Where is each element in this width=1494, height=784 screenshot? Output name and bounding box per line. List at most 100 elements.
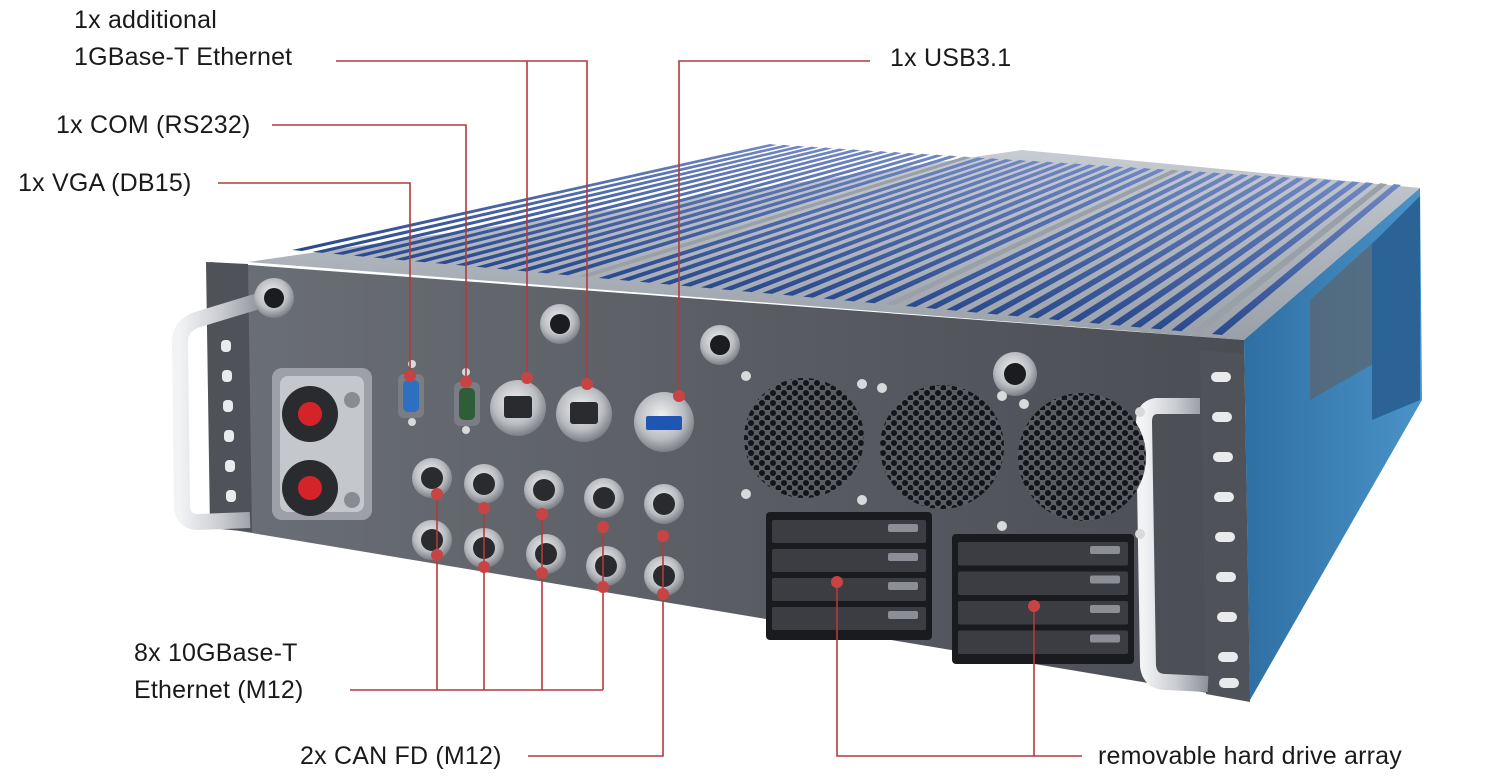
callout-ethernet-m12-line1: 8x 10GBase-T [134,639,298,667]
fan-grilles [741,371,1146,539]
drive-sled-latch [888,524,918,532]
drive-sled [772,549,926,572]
heatsink-fin [741,163,1083,293]
heatsink-fin [373,147,833,259]
m12-socket [653,565,675,587]
heatsink-fin [1068,177,1304,322]
m12-socket [535,543,557,565]
drive-sled-latch [888,611,918,619]
heatsink-fin [884,169,1180,306]
drive-sled-latch [1090,605,1120,613]
heatsink-fin [496,152,916,270]
m12-socket [473,473,495,495]
heatsink-fin [1028,176,1277,319]
heatsink-fin [1212,184,1401,335]
heatsink-fin [1130,180,1346,328]
drive-sled [958,571,1128,595]
heatsink-fin [476,152,902,268]
heatsink-fin [332,145,805,255]
callout-vga: 1x VGA (DB15) [18,165,192,202]
heatsink-fin [455,151,888,266]
m12-socket [533,479,555,501]
callout-drive-array-label: removable hard drive array [1098,742,1402,770]
callout-additional-ethernet-line2: 1GBase-T Ethernet [74,43,293,71]
heatsink-fin [414,149,861,263]
heatsink-fin [925,171,1207,309]
m12-socket [421,529,443,551]
callout-can-fd: 2x CAN FD (M12) [300,738,502,775]
m12-socket [421,467,443,489]
m12-connectors [412,458,684,596]
heatsink-fin [700,161,1055,289]
right-handle [1136,398,1209,692]
heatsink-fin [557,155,958,276]
heatsink-fin [1007,175,1263,317]
heatsink-fin [312,144,791,253]
callout-additional-ethernet-line1: 1x additional [74,6,217,34]
m12-socket [595,555,617,577]
heatsink-fin [292,144,777,251]
drive-sled-latch [1090,634,1120,643]
heatsink-fin [803,166,1124,298]
heatsink-fin [946,172,1221,311]
side-panel-recess [1310,236,1380,400]
left-handle [172,292,265,530]
leader-lines [218,60,1082,757]
heatsink-fin [782,165,1110,296]
heatsink-fin [844,168,1152,302]
callout-can-fd-label: 2x CAN FD (M12) [300,742,502,770]
heatsink-fin [905,170,1193,307]
rj45-port-2 [556,386,612,442]
heatsink-fin [987,174,1249,315]
heatsink-fin [578,156,972,278]
heatsink-fin [435,150,875,265]
callout-additional-ethernet: 1x additional 1GBase-T Ethernet [74,2,292,76]
heatsink-fin [1150,181,1360,330]
heatsink-fin [619,158,999,281]
drive-sled-latch [888,553,918,561]
left-rack-ear [206,262,252,532]
heatsink-fin [660,160,1027,285]
heatsink-fins [292,144,1401,335]
heatsink-fin [394,148,847,261]
heatsink-fin [537,154,944,274]
callout-usb: 1x USB3.1 [890,40,1011,77]
heatsink-fin [680,160,1041,287]
drive-sled-latch [1090,546,1120,554]
right-rack-ear [1200,350,1250,702]
rj45-port-1 [490,380,546,436]
callout-usb-label: 1x USB3.1 [890,44,1012,72]
heatsink-fin [1171,182,1374,332]
callout-com-label: 1x COM (RS232) [56,111,251,139]
m12-socket [593,487,615,509]
heatsink-fin [1109,179,1332,326]
heatsink-fin [516,153,930,272]
com-port [454,368,480,434]
leader-dots [404,370,1040,612]
right-rack-holes [1211,372,1239,688]
heatsink-fin [1089,178,1318,324]
drive-sled [772,578,926,601]
drive-bays [766,512,1134,664]
heatsink-fin [966,173,1235,313]
drive-sled-latch [888,582,918,590]
side-panel-edge [1372,196,1420,420]
chassis-top [248,150,1420,340]
usb-port [634,392,694,452]
heatsink-fin [1191,183,1388,334]
heatsink-fin [823,167,1138,300]
drive-sled [958,601,1128,625]
drive-sled [958,542,1128,566]
heatsink-fin [639,159,1013,283]
heatsink-fin [721,162,1069,291]
heatsink-fin [353,146,819,257]
m12-socket [653,493,675,515]
drive-sled [772,607,926,630]
callout-ethernet-m12: 8x 10GBase-T Ethernet (M12) [134,635,304,709]
heatsink-fin [864,168,1166,304]
heatsink-fin [762,164,1096,294]
heatsink-fin [1048,176,1291,321]
left-rack-holes [221,340,236,502]
callout-ethernet-m12-line2: Ethernet (M12) [134,676,304,704]
